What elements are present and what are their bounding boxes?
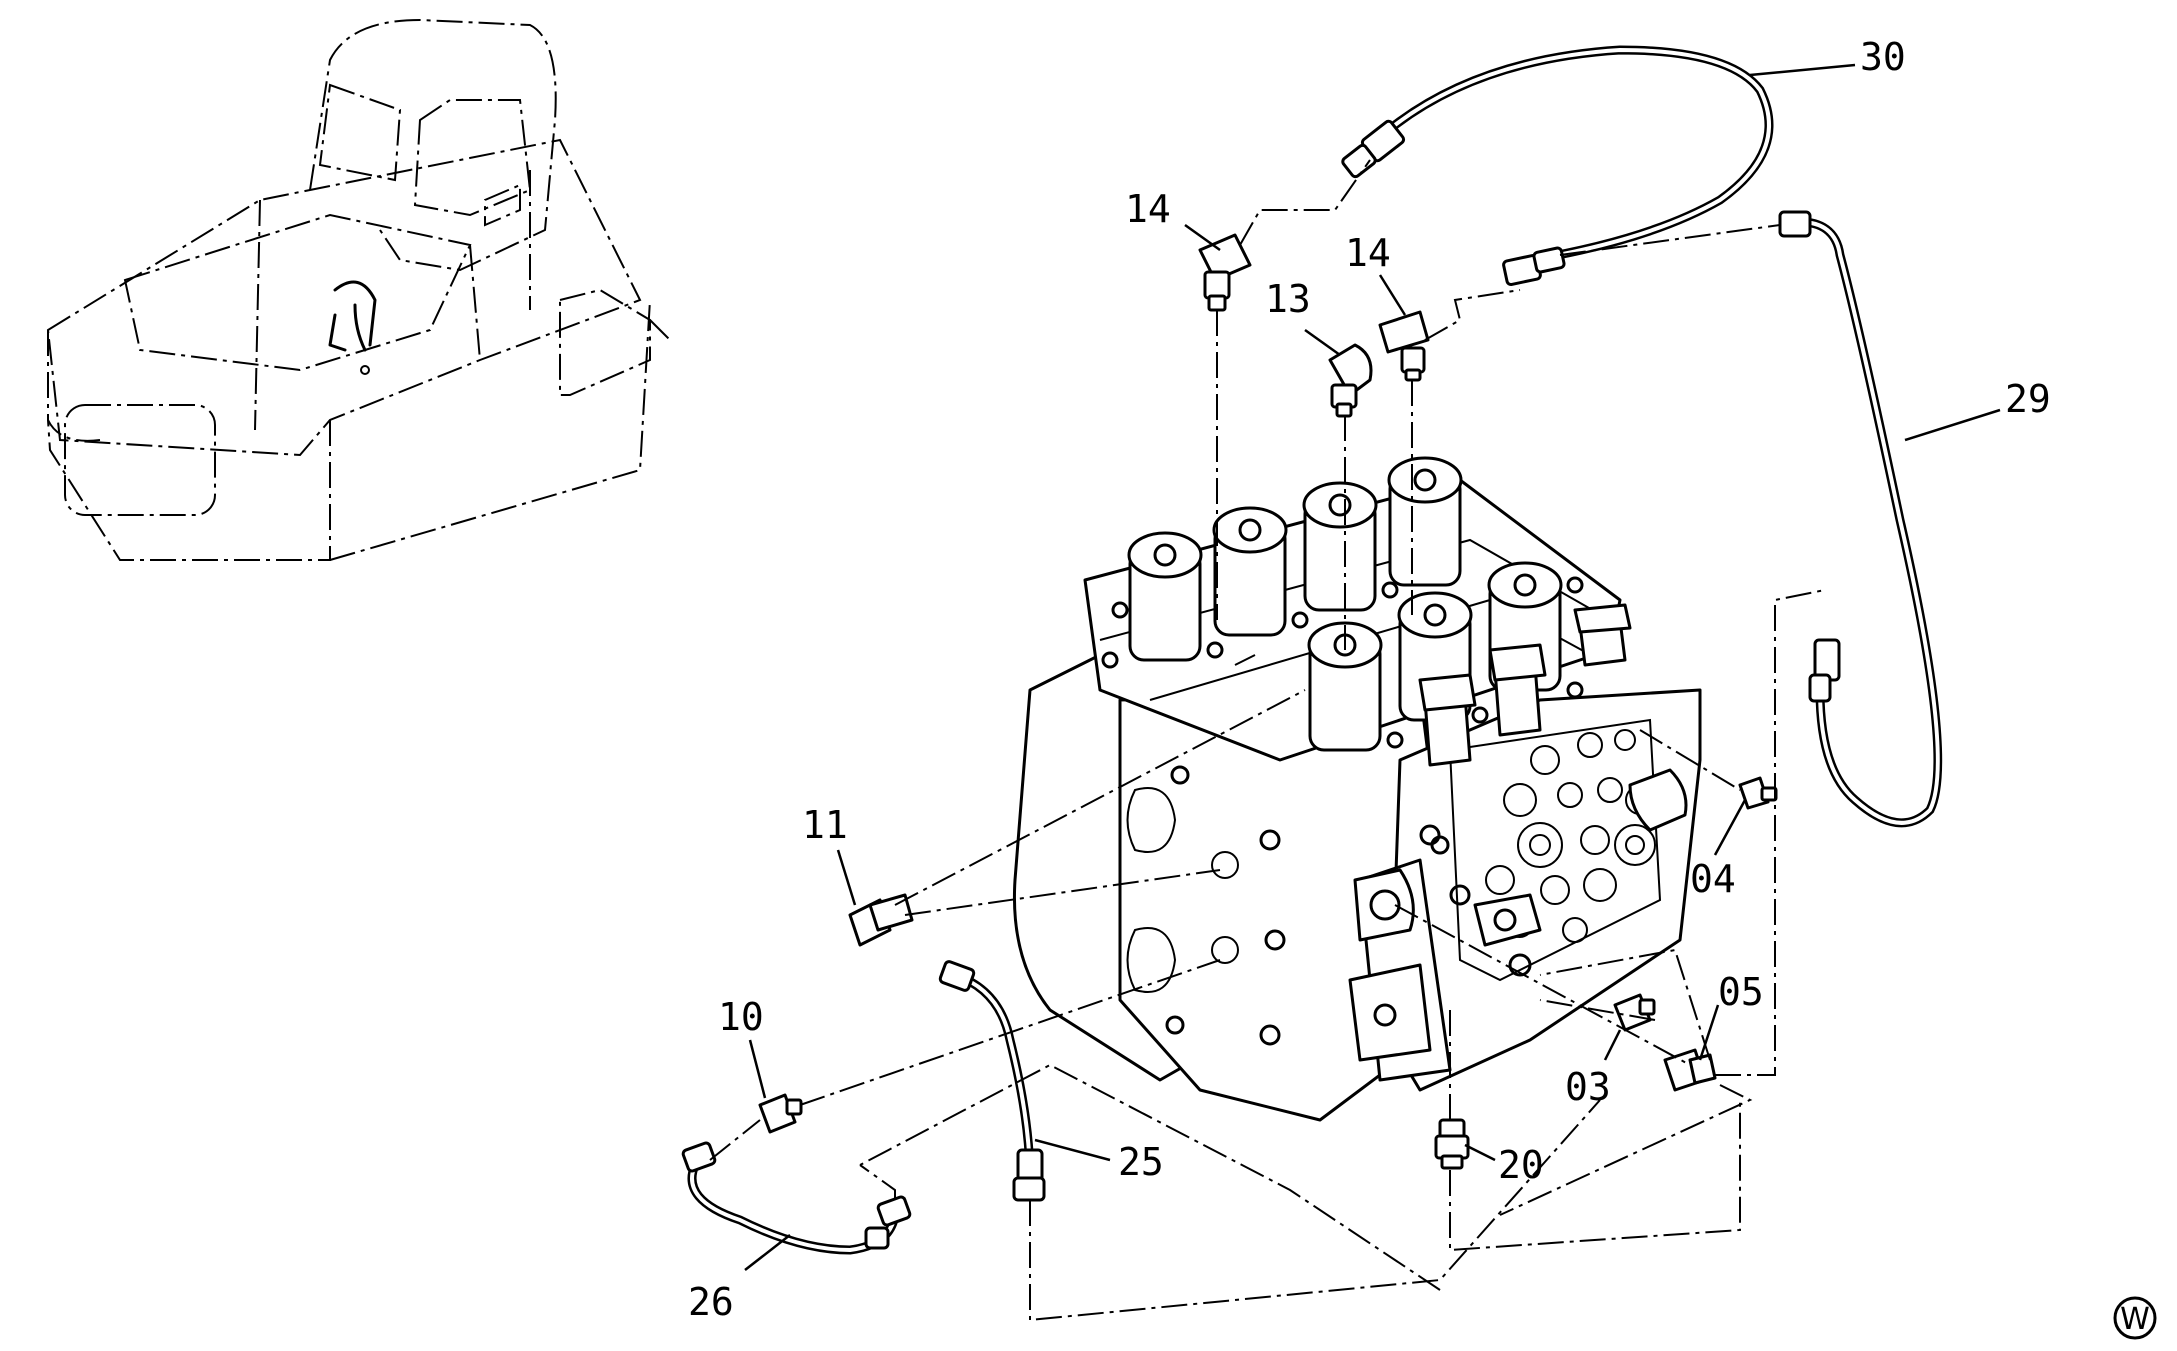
label-14-right: 14: [1345, 231, 1391, 275]
corner-mark-letter: W: [2120, 1302, 2150, 1337]
label-10: 10: [718, 995, 764, 1039]
label-30: 30: [1860, 35, 1906, 79]
fitting-10: [758, 1093, 803, 1134]
leader-lines: [744, 63, 2001, 1271]
fitting-04: [1738, 776, 1778, 810]
fitting-05: [1663, 1048, 1717, 1092]
hose-26: [681, 1141, 912, 1255]
excavator-locator-drawing: [46, 18, 671, 561]
spool-section: [1083, 456, 1632, 767]
hose-29: [1778, 210, 1943, 828]
fitting-13: [1328, 343, 1373, 418]
control-valve-block: [1012, 638, 1702, 1122]
label-04: 04: [1690, 857, 1736, 901]
label-03: 03: [1565, 1065, 1611, 1109]
valve-ports: [1485, 729, 1656, 943]
label-14-left: 14: [1125, 187, 1171, 231]
relief-valves: [1418, 603, 1632, 767]
label-25: 25: [1118, 1140, 1164, 1184]
label-20: 20: [1498, 1143, 1544, 1187]
hose-25: [938, 960, 1046, 1202]
spool-caps-upper: [1127, 456, 1463, 662]
fitting-03: [1613, 993, 1656, 1032]
valve-bolts: [1165, 765, 1471, 1056]
hose-30: [1341, 45, 1774, 287]
label-05: 05: [1718, 970, 1764, 1014]
assembly-lines: [709, 159, 1826, 1322]
fitting-14-left: [1198, 233, 1252, 312]
label-26: 26: [688, 1280, 734, 1324]
fitting-14-right: [1378, 310, 1430, 382]
part-labels: 30 14 14 13 29 11 04 05 10 03 25 20 26: [688, 35, 2051, 1324]
fitting-20: [1434, 1118, 1470, 1170]
label-29: 29: [2005, 377, 2051, 421]
label-11: 11: [802, 803, 848, 847]
fitting-11: [848, 893, 914, 947]
label-13: 13: [1265, 277, 1311, 321]
corner-mark: W: [2113, 1296, 2157, 1340]
